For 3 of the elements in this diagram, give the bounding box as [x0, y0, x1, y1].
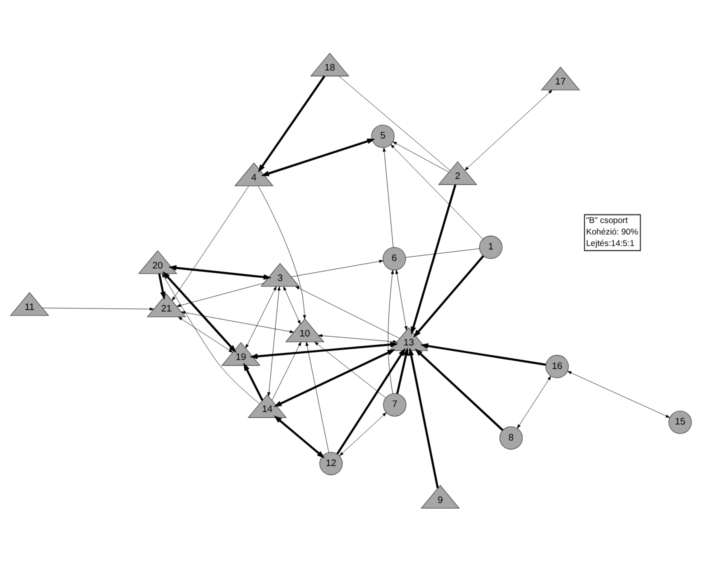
label: "B" csoport — [586, 215, 628, 226]
label: Lejtés:14:5:1 — [586, 238, 634, 248]
label: Kohézió: 90% — [586, 226, 638, 237]
